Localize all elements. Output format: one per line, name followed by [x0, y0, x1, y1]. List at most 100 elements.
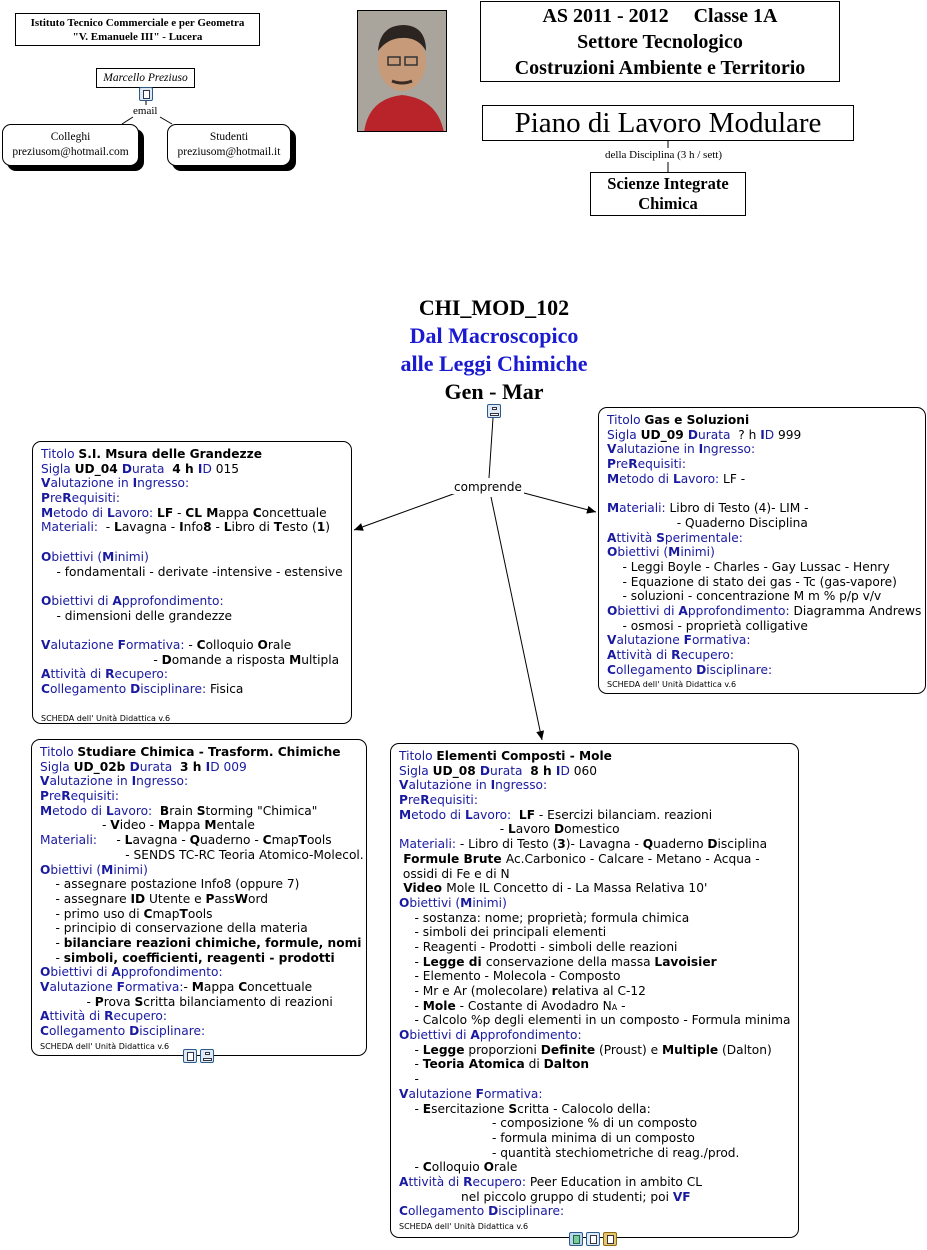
discipline-subject: Chimica	[638, 194, 698, 213]
document-icon[interactable]	[586, 1232, 600, 1246]
card-text: biettivi (	[50, 862, 102, 877]
card-text: -	[399, 1160, 423, 1175]
card-text: S	[656, 530, 665, 545]
concept-map-icon[interactable]	[487, 404, 501, 418]
card-text: -	[40, 935, 64, 950]
card-text: -	[399, 822, 508, 837]
card-text: I	[132, 476, 138, 491]
card-line: - Mole - Costante di Avodadro NA -	[399, 999, 792, 1014]
card-line: - simboli dei principali elementi	[399, 925, 792, 940]
card-line: Titolo Elementi Composti - Mole	[399, 749, 792, 764]
card-text: )	[325, 520, 331, 535]
card-line: - Legge di conservazione della massa Lav…	[399, 955, 792, 970]
card-text: - primo uso di	[40, 906, 144, 921]
contact-email[interactable]: preziusom@hotmail.com	[12, 146, 129, 158]
card-text: M	[204, 818, 217, 833]
card-text: Fisica	[209, 682, 244, 696]
card-line: Materiali: - Libro di Testo (3)- Lavagna…	[399, 837, 792, 852]
card-text: I	[131, 774, 137, 789]
contact-studenti[interactable]: Studenti preziusom@hotmail.it	[167, 124, 291, 166]
card-text: UD_09	[640, 427, 688, 442]
contact-email[interactable]: preziusom@hotmail.it	[177, 146, 281, 158]
card-line: Attività Sperimentale:	[607, 531, 919, 546]
card-text: re	[615, 457, 629, 472]
card-line: PreRequisiti:	[41, 491, 345, 506]
card-text: - fondamentali - derivate -intensive - e…	[41, 564, 343, 579]
card-text: alutazione in	[49, 774, 132, 789]
card-text: T	[40, 745, 48, 759]
card-text: ools	[187, 906, 213, 921]
card-text: V	[41, 637, 51, 652]
card-text: O	[607, 603, 618, 618]
card-text: F	[116, 980, 125, 994]
card-text: R	[671, 648, 681, 662]
card-text: ormativa:	[125, 637, 189, 652]
card-text: T	[607, 413, 615, 427]
card-text: R	[62, 491, 72, 506]
card-text: I	[760, 427, 765, 442]
card-text: - Calcolo %p degli elementi in un compos…	[399, 1013, 791, 1028]
card-text: Utente e	[145, 891, 206, 906]
card-text: I	[179, 520, 184, 535]
card-text: inimi)	[113, 862, 148, 877]
card-text: conservazione della massa	[485, 954, 655, 969]
card-text: nfo	[183, 520, 204, 535]
card-line: - Quaderno Disciplina	[607, 516, 919, 531]
concept-map-icon[interactable]	[200, 1049, 214, 1063]
card-text: ormativa:	[124, 980, 184, 994]
card-line	[41, 579, 345, 594]
card-text: Legge	[422, 1042, 465, 1057]
card-text: R	[628, 457, 638, 472]
document-icon[interactable]	[139, 87, 153, 101]
card-text: - Reagenti - Prodotti - simboli delle re…	[399, 939, 678, 954]
card-text: Video	[399, 881, 447, 896]
card-text: proporzioni	[464, 1042, 541, 1057]
card-text: O	[607, 545, 618, 560]
card-text: Diagramma Andrews	[793, 603, 922, 618]
card-line: Valutazione Formativa: - Colloquio Orale	[41, 638, 345, 653]
card-text: M	[157, 818, 171, 833]
card-text: F	[475, 1086, 484, 1101]
card-text: sercitazione	[431, 1101, 509, 1116]
card-text: ngresso:	[136, 774, 189, 789]
card-text: S	[607, 427, 615, 442]
card-line: Obiettivi di Approfondimento:	[399, 1028, 792, 1043]
card-text: ngresso:	[495, 778, 548, 793]
image-icon[interactable]	[569, 1232, 583, 1246]
card-text: S	[196, 803, 206, 818]
card-text: - sostanza: nome; proprietà; formula chi…	[399, 910, 690, 925]
card-text: appa	[218, 505, 253, 520]
card-text: isciplinare:	[140, 682, 210, 696]
card-text: perimentale:	[664, 530, 743, 545]
card-line: Obiettivi di Approfondimento:	[40, 965, 360, 980]
resource-icon[interactable]	[603, 1232, 617, 1246]
card-text: P	[399, 793, 408, 808]
card-text: ecupero:	[114, 667, 168, 682]
document-icon[interactable]	[183, 1049, 197, 1063]
contact-colleghi[interactable]: Colleghi preziusom@hotmail.com	[2, 124, 139, 166]
sector: Settore Tecnologico	[577, 31, 743, 53]
card-text: esto (	[282, 520, 317, 535]
card-text: isciplinare:	[706, 662, 773, 677]
card-text: P	[205, 891, 215, 906]
card-text: ollegamento	[49, 682, 131, 696]
card-text: ? h	[738, 427, 761, 442]
card-ud02b[interactable]: Titolo Studiare Chimica - Trasform. Chim…	[31, 739, 367, 1056]
card-line: Valutazione Formativa:	[399, 1087, 792, 1102]
card-line: Obiettivi di Approfondimento: Diagramma …	[607, 603, 922, 619]
card-text: pprofondimento:	[479, 1028, 582, 1043]
card-text: L	[464, 807, 473, 822]
card-text: D	[560, 763, 574, 778]
card-text: C	[143, 906, 153, 921]
card-text: alutazione	[616, 633, 684, 648]
comprende-label: comprende	[452, 480, 524, 494]
card-text: 8	[203, 520, 212, 535]
card-text: igla	[48, 461, 75, 476]
card-text: - assegnare postazione Info8 (oppure 7)	[40, 877, 300, 892]
card-footer: SCHEDA dell' Unità Didattica v.6	[40, 1041, 170, 1051]
card-text: 3	[557, 837, 566, 852]
card-text: O	[40, 862, 51, 877]
